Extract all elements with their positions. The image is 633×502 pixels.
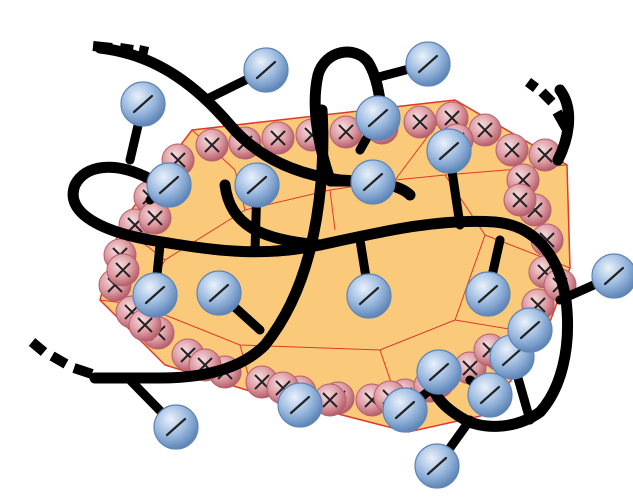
negative-charge xyxy=(405,41,451,87)
positive-charge xyxy=(503,183,537,217)
chain-end-dash xyxy=(525,78,539,92)
chain-end-dash xyxy=(49,351,69,369)
chain-end-dash xyxy=(28,338,48,356)
negative-charge xyxy=(346,273,392,319)
chain-end-dash xyxy=(92,41,113,53)
negative-charge xyxy=(507,307,553,353)
chain-segment xyxy=(219,179,326,251)
positive-charge xyxy=(495,133,529,167)
negative-charge xyxy=(196,270,242,316)
negative-charge xyxy=(234,162,280,208)
chain-end-dash xyxy=(72,363,94,379)
negative-charge xyxy=(591,253,633,299)
negative-charge xyxy=(277,382,323,428)
chain-end-dash xyxy=(119,43,134,55)
negative-charges xyxy=(120,41,633,489)
negative-charge xyxy=(153,404,199,450)
chain-end-dash xyxy=(538,88,556,106)
polymer-chain xyxy=(28,41,575,432)
positive-charge xyxy=(195,128,229,162)
positive-charge xyxy=(261,121,295,155)
positive-charge xyxy=(106,253,140,287)
chain-end-dash xyxy=(552,109,571,131)
negative-charge xyxy=(382,387,428,433)
negative-charge xyxy=(355,95,401,141)
negative-charge xyxy=(416,349,462,395)
positive-charge xyxy=(528,138,562,172)
negative-charge xyxy=(146,162,192,208)
chain-segment xyxy=(89,104,329,384)
negative-charge xyxy=(120,81,166,127)
negative-charge xyxy=(350,159,396,205)
chain-segment xyxy=(67,161,574,432)
positive-charge xyxy=(468,113,502,147)
positive-charge xyxy=(403,105,437,139)
negative-charge xyxy=(132,272,178,318)
negative-charge xyxy=(243,47,289,93)
negative-charge xyxy=(465,271,511,317)
negative-charge xyxy=(414,443,460,489)
chain-end-dash xyxy=(137,45,150,57)
negative-charge xyxy=(467,372,513,418)
negative-charge xyxy=(426,128,472,174)
